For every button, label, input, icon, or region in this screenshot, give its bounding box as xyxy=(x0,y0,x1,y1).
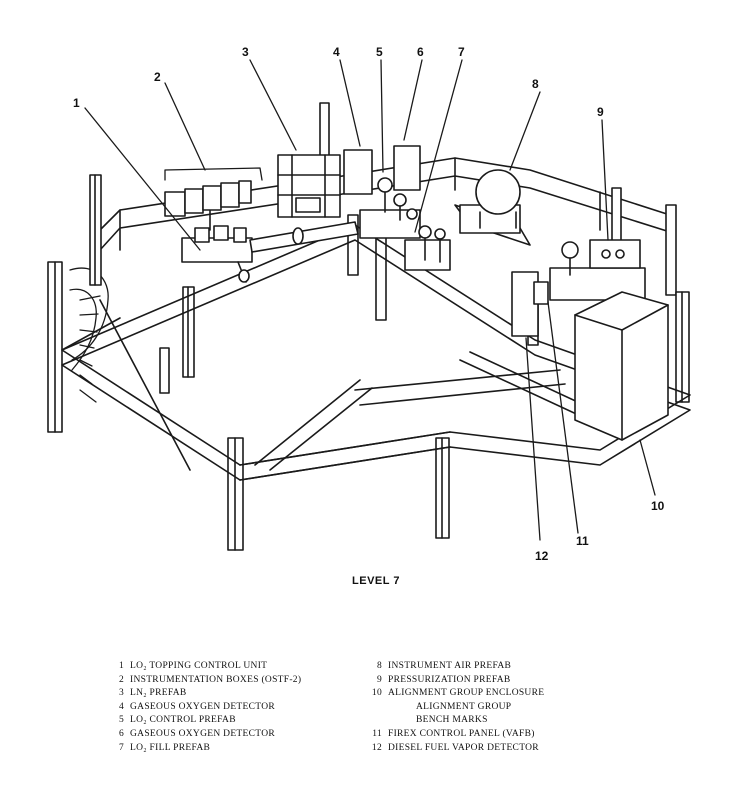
callout-labels: 1 2 3 4 5 6 7 8 9 10 11 12 xyxy=(73,45,665,563)
legend-item: 11 FIREX CONTROL PANEL (VAFB) xyxy=(360,728,544,742)
callout-12: 12 xyxy=(535,549,549,563)
callout-3: 3 xyxy=(242,45,249,59)
legend-item: 8 INSTRUMENT AIR PREFAB xyxy=(360,660,544,674)
callout-2: 2 xyxy=(154,70,161,84)
legend-item: ALIGNMENT GROUP xyxy=(360,701,544,715)
legend-item: 10 ALIGNMENT GROUP ENCLOSURE xyxy=(360,687,544,701)
legend-number: 1 xyxy=(118,661,124,671)
instrument-air-prefab xyxy=(454,169,531,246)
legend-text: BENCH MARKS xyxy=(416,715,488,726)
callout-6: 6 xyxy=(417,45,424,59)
legend-number: 12 xyxy=(371,742,382,753)
legend-text: LN₂ PREFAB xyxy=(130,688,187,699)
callout-9: 9 xyxy=(597,105,604,119)
legend-item: 2 INSTRUMENTATION BOXES (OSTF-2) xyxy=(102,674,301,688)
legend-text: GASEOUS OXYGEN DETECTOR xyxy=(130,728,276,739)
callout-8: 8 xyxy=(532,77,539,91)
legend-number: 10 xyxy=(371,688,382,699)
legend-item: BENCH MARKS xyxy=(360,714,544,728)
legend-text: FIREX CONTROL PANEL (VAFB) xyxy=(388,728,535,739)
legend-item: 12 DIESEL FUEL VAPOR DETECTOR xyxy=(360,742,544,756)
callout-11: 11 xyxy=(576,534,589,548)
legend-number: 3 xyxy=(118,688,124,699)
legend-text: GASEOUS OXYGEN DETECTOR xyxy=(130,701,276,712)
lo2-control-and-fill-prefabs xyxy=(359,177,451,271)
legend-number: 2 xyxy=(118,674,124,685)
legend-item: 5 LO₂ CONTROL PREFAB xyxy=(102,714,301,728)
legend-number: 9 xyxy=(376,674,382,685)
legend-number: 7 xyxy=(118,742,124,753)
legend-number: 6 xyxy=(118,728,124,739)
alignment-group-enclosure xyxy=(574,291,669,441)
level-7-isometric-drawing: 1 2 3 4 5 6 7 8 9 10 11 12 xyxy=(47,45,691,563)
diesel-fuel-vapor-detector xyxy=(533,281,549,305)
legend-item: 4 GASEOUS OXYGEN DETECTOR xyxy=(102,701,301,715)
legend-number xyxy=(360,701,388,715)
legend-number xyxy=(360,714,388,728)
legend-item: 9 PRESSURIZATION PREFAB xyxy=(360,674,544,688)
legend-text: LO₂ CONTROL PREFAB xyxy=(130,715,236,726)
legend-text: INSTRUMENTATION BOXES (OSTF-2) xyxy=(130,674,302,685)
legend-item: 7 LO₂ FILL PREFAB xyxy=(102,742,301,756)
legend-text: PRESSURIZATION PREFAB xyxy=(388,674,511,685)
callout-1: 1 xyxy=(73,96,80,110)
callout-7: 7 xyxy=(458,45,465,59)
lo2-topping-control-unit xyxy=(181,221,359,283)
level-caption: LEVEL 7 xyxy=(352,575,400,587)
legend-text: INSTRUMENT AIR PREFAB xyxy=(388,661,512,671)
gaseous-oxygen-detector-4 xyxy=(343,149,373,195)
legend-text: ALIGNMENT GROUP ENCLOSURE xyxy=(388,688,545,699)
legend-text: ALIGNMENT GROUP xyxy=(416,701,512,712)
gaseous-oxygen-detector-6 xyxy=(393,145,421,191)
structural-columns xyxy=(47,102,690,551)
legend-number: 4 xyxy=(118,701,124,712)
legend-item: 3 LN₂ PREFAB xyxy=(102,687,301,701)
legend-number: 8 xyxy=(376,661,382,671)
legend-item: 1 LO₂ TOPPING CONTROL UNIT xyxy=(102,660,301,674)
callout-5: 5 xyxy=(376,45,383,59)
callout-4: 4 xyxy=(333,45,340,59)
legend-item: 6 GASEOUS OXYGEN DETECTOR xyxy=(102,728,301,742)
ln2-prefab xyxy=(277,154,341,218)
leader-lines xyxy=(84,59,656,541)
legend-text: DIESEL FUEL VAPOR DETECTOR xyxy=(388,742,539,753)
legend-text: LO₂ TOPPING CONTROL UNIT xyxy=(130,661,268,671)
pressurization-prefab xyxy=(549,239,646,301)
legend-right: 8 INSTRUMENT AIR PREFAB 9 PRESSURIZATION P… xyxy=(360,660,544,755)
legend-number: 5 xyxy=(118,715,124,726)
legend-text: LO₂ FILL PREFAB xyxy=(130,742,211,753)
legend-number: 11 xyxy=(372,728,382,739)
legend-left: 1 LO₂ TOPPING CONTROL UNIT 2 INSTRUMENTATI… xyxy=(102,660,301,755)
callout-10: 10 xyxy=(651,499,665,513)
floor-frame xyxy=(61,224,691,481)
instrumentation-boxes xyxy=(164,180,252,217)
